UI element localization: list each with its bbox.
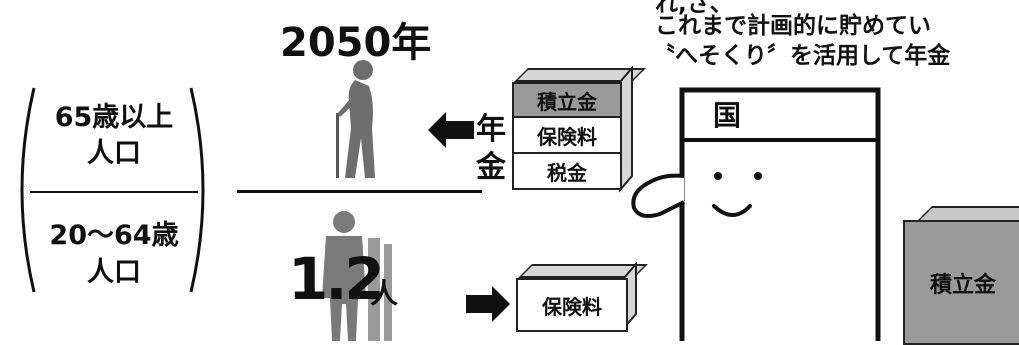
reserve-box: 積立金: [903, 220, 1019, 345]
government-character-body: [631, 87, 881, 341]
pension-label-char-1: 年: [476, 112, 506, 147]
stack-box-reserve: 積立金: [512, 82, 622, 118]
pension-label-char-2: 金: [476, 150, 506, 185]
fraction-inner-line: [30, 191, 198, 193]
ratio-value: 1.2: [288, 245, 385, 313]
working-age-people-icon: [322, 211, 392, 341]
denominator-line-1: 20〜64歳: [49, 220, 179, 251]
government-character-label: 国: [713, 99, 742, 132]
arrow-left-icon: [428, 112, 474, 148]
caption-line-1: れ,さ、: [655, 0, 733, 17]
denominator-line-2: 人口: [87, 257, 141, 288]
caption-line-3: 〝へそくり〞を活用して年金: [652, 43, 951, 69]
stack-box-premium: 保険料: [512, 116, 622, 154]
left-paren: [20, 87, 36, 293]
year-label: 2050年: [280, 20, 432, 66]
numerator-line-1: 65歳以上: [54, 102, 174, 133]
caption-line-2: これまで計画的に貯めてい: [655, 13, 931, 39]
stack-box-tax: 税金: [512, 152, 622, 190]
numerator-line-2: 人口: [87, 138, 141, 169]
lower-box-premium: 保険料: [516, 278, 628, 332]
right-paren: [189, 87, 205, 293]
stack-box-side-face: [619, 66, 633, 193]
elderly-person-icon: [336, 60, 375, 178]
ratio-unit: 人: [370, 277, 399, 310]
ratio-divider-line: [237, 190, 482, 193]
arrow-right-icon: [466, 286, 510, 322]
